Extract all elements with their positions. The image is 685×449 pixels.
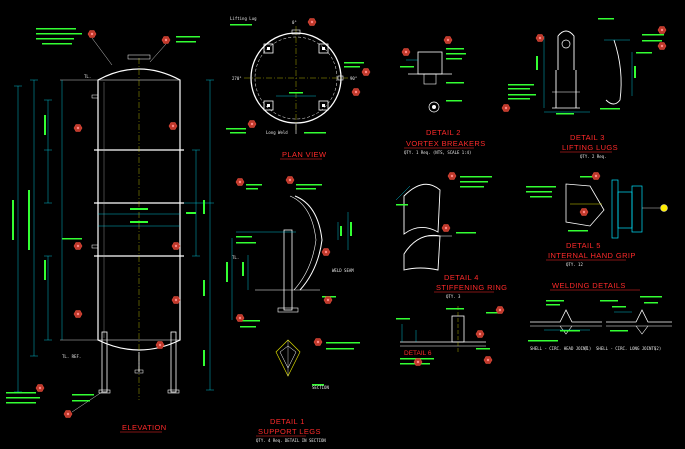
detail1-title: DETAIL 1: [270, 417, 305, 426]
detail1-subtitle: SUPPORT LEGS: [258, 427, 321, 436]
detail3-ref: QTY. 2 Req.: [580, 154, 607, 159]
detail5-ref: QTY. 12: [566, 262, 583, 267]
elevation-title: ELEVATION: [122, 423, 167, 432]
detail4-title: DETAIL 4: [444, 273, 479, 282]
support-leg-right: [170, 331, 177, 393]
detail1-shell-curve: [294, 195, 323, 291]
detail-3-lifting-lugs: DETAIL 3 LIFTING LUGS QTY. 2 Req.: [501, 18, 667, 159]
detail3-title: DETAIL 3: [570, 133, 605, 142]
plan-legs: [263, 43, 329, 111]
tl-ref-label: TL. REF.: [62, 354, 81, 359]
plan-view: 270° 0° 90° Lifting Lug Long Weld PLAN V…: [226, 16, 371, 160]
support-leg-left: [101, 331, 108, 393]
detail5-subtitle: INTERNAL HAND GRIP: [548, 251, 636, 260]
hand-grip-marker: [660, 204, 668, 212]
angle-0-label: 0°: [292, 20, 297, 25]
detail-2-vortex-breakers: DETAIL 2 VORTEX BREAKERS QTY. 1 Req. (NT…: [400, 36, 486, 155]
elevation-view: TL. TL. REF.: [6, 28, 214, 433]
detail5-title: DETAIL 5: [566, 241, 601, 250]
detail-1-support-legs: TL. WELD SEAM SECTION DETAIL 1 SUPPORT L…: [226, 176, 360, 443]
weld-joint-1-label: SHELL - CIRC. HEAD JOINT: [530, 346, 588, 351]
welding-title: WELDING DETAILS: [552, 281, 626, 290]
plan-view-title: PLAN VIEW: [282, 150, 327, 159]
lifting-lug-label: Lifting Lug: [230, 16, 257, 21]
angle-270-label: 270°: [232, 76, 242, 81]
elevation-callouts: [35, 30, 181, 418]
detail-4-stiffening-ring: DETAIL 4 STIFFENING RING QTY. 3: [395, 172, 507, 299]
weld-joint-2-label: SHELL - CIRC. LONG JOINTS: [596, 346, 657, 351]
tl-top-label: TL.: [84, 74, 91, 79]
detail4-subtitle: STIFFENING RING: [436, 283, 507, 292]
detail3-subtitle: LIFTING LUGS: [562, 143, 618, 152]
detail6-title: DETAIL 6: [404, 350, 432, 357]
weld-joint-2-cap: (2): [654, 346, 661, 351]
angle-90-label: 90°: [350, 76, 357, 81]
long-weld-label: Long Weld: [266, 130, 288, 135]
weld-joint-1-cap: (1): [584, 346, 591, 351]
detail2-title: DETAIL 2: [426, 128, 461, 137]
welding-details: WELDING DETAILS SHELL - CIRC. HEAD JOINT…: [528, 281, 672, 351]
detail1-tl-label: TL.: [232, 255, 239, 260]
section-label: SECTION: [312, 385, 329, 390]
detail2-subtitle: VORTEX BREAKERS: [406, 139, 486, 148]
detail2-ref: QTY. 1 Req. (NTS, SCALE 1:4): [404, 150, 471, 155]
detail-6: DETAIL 6: [396, 306, 505, 366]
detail-5-internal-hand-grip: DETAIL 5 INTERNAL HAND GRIP QTY. 12: [526, 172, 668, 267]
detail4-ref: QTY. 3: [446, 294, 461, 299]
weld-seam-label: WELD SEAM: [332, 268, 354, 273]
detail1-ref: QTY. 4 Req. DETAIL IN SECTION: [256, 438, 326, 443]
